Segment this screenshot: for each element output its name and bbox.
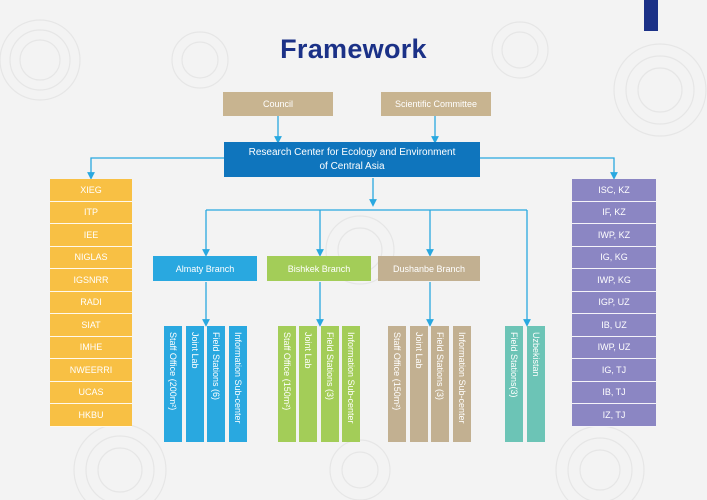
institute-iwp-uz: IWP, UZ	[572, 336, 656, 359]
bishkek-joint-lab: Joint Lab	[299, 326, 317, 442]
almaty-info-subcenter: Information Sub-center	[229, 326, 247, 442]
bishkek-staff-office: Staff Office (150m²)	[278, 326, 296, 442]
uzbekistan-field-stations: Field Stations(3)	[505, 326, 523, 442]
chinese-institutes-column: XIEG ITP IEE NIGLAS IGSNRR RADI SIAT IMH…	[50, 179, 132, 427]
institute-iwp-kg: IWP, KG	[572, 269, 656, 292]
dushanbe-branch-box: Dushanbe Branch	[378, 256, 480, 281]
bishkek-field-stations-label: Field Stations (3)	[325, 332, 335, 401]
page-title: Framework	[280, 34, 427, 64]
research-center-box: Research Center for Ecology and Environm…	[224, 142, 480, 177]
institute-itp: ITP	[50, 201, 132, 224]
almaty-joint-lab-label: Joint Lab	[190, 332, 200, 369]
institute-ig-tj: IG, TJ	[572, 359, 656, 382]
central-asia-institutes-column: ISC, KZ IF, KZ IWP, KZ IG, KG IWP, KG IG…	[572, 179, 656, 427]
institute-ib-tj: IB, TJ	[572, 381, 656, 404]
almaty-info-subcenter-label: Information Sub-center	[233, 332, 243, 424]
dushanbe-joint-lab: Joint Lab	[410, 326, 428, 442]
dushanbe-field-stations: Field Stations (3)	[431, 326, 449, 442]
dushanbe-joint-lab-label: Joint Lab	[414, 332, 424, 369]
bishkek-info-subcenter: Information Sub-center	[342, 326, 360, 442]
institute-xieg: XIEG	[50, 179, 132, 202]
dushanbe-field-stations-label: Field Stations (3)	[435, 332, 445, 401]
institute-hkbu: HKBU	[50, 404, 132, 427]
almaty-joint-lab: Joint Lab	[186, 326, 204, 442]
institute-isc-kz: ISC, KZ	[572, 179, 656, 202]
almaty-field-stations-label: Field Stations (6)	[211, 332, 221, 401]
dushanbe-staff-office-label: Staff Office (150m²)	[392, 332, 402, 411]
uzbekistan-field-stations-label: Field Stations(3)	[509, 332, 519, 398]
dushanbe-staff-office: Staff Office (150m²)	[388, 326, 406, 442]
dushanbe-info-subcenter-label: Information Sub-center	[457, 332, 467, 424]
institute-radi: RADI	[50, 291, 132, 314]
institute-imhe: IMHE	[50, 336, 132, 359]
uzbekistan-unit-label: Uzbekistan	[531, 332, 541, 377]
almaty-branch-box: Almaty Branch	[153, 256, 257, 281]
bishkek-field-stations: Field Stations (3)	[321, 326, 339, 442]
institute-iwp-kz: IWP, KZ	[572, 224, 656, 247]
institute-if-kz: IF, KZ	[572, 201, 656, 224]
institute-ig-kg: IG, KG	[572, 246, 656, 269]
institute-niglas: NIGLAS	[50, 246, 132, 269]
institute-igsnrr: IGSNRR	[50, 269, 132, 292]
research-center-line2: of Central Asia	[319, 160, 385, 172]
bishkek-staff-office-label: Staff Office (150m²)	[282, 332, 292, 411]
scientific-committee-box: Scientific Committee	[381, 92, 491, 116]
bishkek-joint-lab-label: Joint Lab	[303, 332, 313, 369]
council-box: Council	[223, 92, 333, 116]
bishkek-branch-box: Bishkek Branch	[267, 256, 371, 281]
almaty-staff-office: Staff Office (200m²)	[164, 326, 182, 442]
corner-accent	[644, 0, 658, 31]
institute-igp-uz: IGP, UZ	[572, 291, 656, 314]
research-center-line1: Research Center for Ecology and Environm…	[248, 146, 456, 158]
institute-nweerri: NWEERRI	[50, 359, 132, 382]
institute-iz-tj: IZ, TJ	[572, 404, 656, 427]
uzbekistan-unit: Uzbekistan	[527, 326, 545, 442]
almaty-field-stations: Field Stations (6)	[207, 326, 225, 442]
bishkek-info-subcenter-label: Information Sub-center	[346, 332, 356, 424]
almaty-staff-office-label: Staff Office (200m²)	[168, 332, 178, 411]
dushanbe-info-subcenter: Information Sub-center	[453, 326, 471, 442]
institute-siat: SIAT	[50, 314, 132, 337]
institute-ib-uz: IB, UZ	[572, 314, 656, 337]
institute-iee: IEE	[50, 224, 132, 247]
institute-ucas: UCAS	[50, 381, 132, 404]
